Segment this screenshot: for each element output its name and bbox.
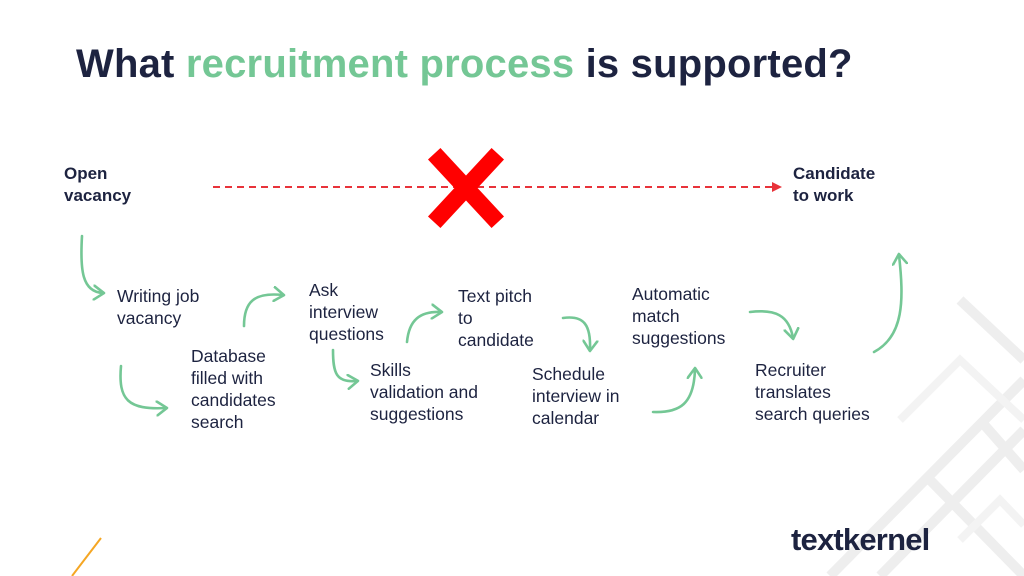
step-line: translates (755, 382, 831, 402)
step-line: Database (191, 346, 266, 366)
step-line: calendar (532, 408, 600, 428)
step-line: candidates (191, 390, 276, 410)
step-line: Ask (309, 280, 339, 300)
step-line: Writing job (117, 286, 200, 306)
arrow-textpitch-to-schedule (561, 316, 590, 350)
step-line: search (191, 412, 244, 432)
page-title: What recruitment process is supported? (76, 42, 853, 87)
arrow-automatic-to-recruiter (748, 310, 793, 338)
step-line: questions (309, 324, 384, 344)
step-line: filled with (191, 368, 263, 388)
step-line: candidate (458, 330, 534, 350)
step-line: Skills (370, 360, 411, 380)
title-prefix: What (76, 42, 175, 86)
decor-orange-line (71, 537, 102, 576)
step-line: Schedule (532, 364, 605, 384)
end-endpoint: Candidate to work (793, 163, 875, 207)
step-database-search: Database filled with candidates search (191, 345, 276, 433)
step-line: interview in (532, 386, 620, 406)
step-writing-job-vacancy: Writing job vacancy (117, 285, 199, 329)
start-line-1: Open (64, 164, 108, 183)
step-line: Recruiter (755, 360, 826, 380)
title-suffix: is supported? (585, 42, 853, 86)
start-endpoint: Open vacancy (64, 163, 131, 207)
step-line: to (458, 308, 473, 328)
cross-icon (427, 147, 505, 229)
end-line-2: to work (793, 186, 854, 205)
step-line: vacancy (117, 308, 182, 328)
start-line-2: vacancy (64, 186, 132, 205)
arrow-ask-to-skills (331, 348, 357, 381)
step-ask-interview-questions: Ask interview questions (309, 279, 384, 345)
end-line-1: Candidate (793, 164, 876, 183)
step-skills-validation: Skills validation and suggestions (370, 359, 478, 425)
arrow-database-to-ask (242, 294, 283, 328)
step-recruiter-translates: Recruiter translates search queries (755, 359, 870, 425)
textkernel-logo: textkernel (791, 522, 930, 557)
arrow-schedule-to-automatic (651, 369, 695, 414)
step-line: search queries (755, 404, 870, 424)
step-line: match (632, 306, 680, 326)
arrow-start-to-writing (80, 234, 103, 293)
arrow-writing-to-database (119, 364, 166, 408)
step-line: Automatic (632, 284, 710, 304)
step-line: interview (309, 302, 379, 322)
arrow-ask-to-textpitch (405, 312, 441, 344)
step-text-pitch: Text pitch to candidate (458, 285, 534, 351)
step-automatic-match: Automatic match suggestions (632, 283, 725, 349)
arrow-recruiter-to-end (872, 255, 901, 354)
step-line: suggestions (370, 404, 464, 424)
title-highlight: recruitment process (185, 42, 575, 86)
step-line: suggestions (632, 328, 726, 348)
step-line: Text pitch (458, 286, 532, 306)
step-line: validation and (370, 382, 478, 402)
step-schedule-interview: Schedule interview in calendar (532, 363, 620, 429)
